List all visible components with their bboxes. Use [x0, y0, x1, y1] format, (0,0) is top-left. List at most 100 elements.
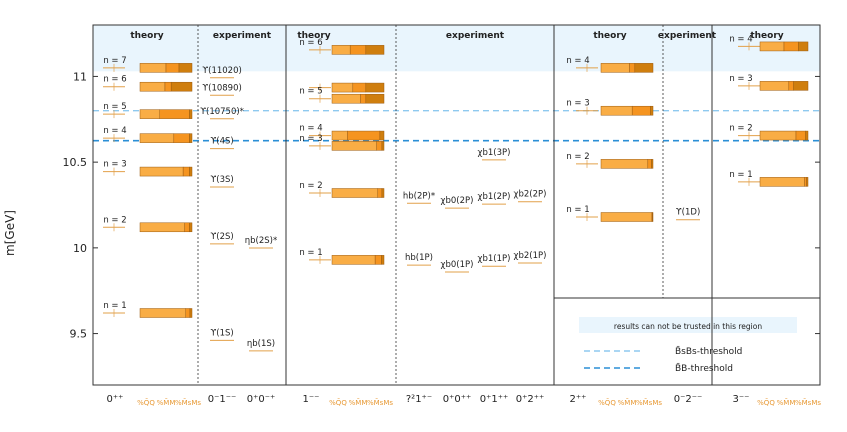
theory-level-label: n = 2 [299, 181, 322, 191]
composition-legend-0: %Q̄Q [757, 398, 775, 407]
experiment-level-label: ϒ(4S) [210, 137, 233, 147]
legend-threshold-label-1: B̄sBs-threshold [675, 345, 742, 357]
theory-level-label: n = 1 [299, 248, 322, 258]
composition-bar-ms [652, 212, 654, 222]
experiment-level-label: ϒ(10750)* [200, 107, 244, 117]
composition-bar-mm [377, 188, 383, 198]
composition-bar-ms [365, 93, 385, 104]
theory-level-label: n = 7 [103, 56, 126, 66]
composition-bar-qq [139, 166, 184, 177]
composition-bar-ms [365, 82, 385, 93]
theory-jpc-label: 2⁺⁺ [570, 394, 587, 405]
theory-level-label: n = 4 [103, 126, 126, 136]
experiment-level-label: ϒ(2S) [210, 232, 233, 242]
composition-bar-qq [331, 188, 379, 198]
legend-region-swatch [579, 317, 797, 333]
composition-bar-mm [164, 81, 172, 92]
composition-bar-ms [381, 141, 385, 151]
experiment-level-label: hb(1P) [405, 253, 433, 263]
composition-bar-qq [600, 159, 649, 169]
composition-bar-ms [650, 105, 654, 116]
panel-experiment-title-1: experiment [446, 31, 505, 41]
theory-level-label: n = 5 [103, 102, 126, 112]
panel-theory-title-1: theory [297, 31, 330, 41]
composition-bar-ms [189, 166, 193, 177]
composition-bar-qq [139, 81, 166, 92]
experiment-level-label: χb0(2P) [441, 196, 474, 206]
theory-level-label: n = 4 [729, 34, 752, 44]
theory-level-label: n = 1 [729, 170, 752, 180]
experiment-level-label: ηb(2S)* [245, 236, 277, 246]
composition-bar-mm [629, 63, 636, 73]
composition-bar-qq [139, 109, 161, 119]
panel-experiment-title-2: experiment [658, 31, 717, 41]
composition-bar-qq [600, 63, 630, 73]
experiment-level-label: ϒ(3S) [210, 175, 233, 185]
composition-bar-ms [651, 159, 654, 169]
theory-level-label: n = 2 [729, 124, 752, 134]
experiment-jpc-label: 0⁻2⁻⁻ [674, 394, 703, 405]
experiment-level-label: χb2(1P) [514, 251, 547, 261]
theory-jpc-label: 1⁻⁻ [303, 394, 320, 405]
composition-bar-mm [173, 133, 190, 143]
panel-experiment-title-0: experiment [213, 31, 272, 41]
composition-bar-qq [759, 81, 790, 91]
theory-level-label: n = 5 [299, 87, 322, 97]
composition-bar-mm [352, 82, 367, 93]
theory-level-label: n = 6 [103, 75, 126, 85]
composition-bar-mm [647, 159, 652, 169]
composition-bar-mm [360, 93, 367, 104]
legend-region-text: results can not be trusted in this regio… [614, 322, 762, 331]
theory-level-label: n = 3 [103, 160, 126, 170]
y-tick-label-2: 10.5 [63, 156, 88, 169]
composition-bar-ms [365, 45, 385, 55]
composition-legend-1: %M̄M [777, 398, 796, 407]
composition-bar-mm [804, 177, 807, 187]
composition-bar-ms [379, 130, 385, 141]
composition-bar-ms [189, 109, 193, 119]
untrusted-region [93, 25, 820, 72]
composition-legend-1: %M̄M [618, 398, 637, 407]
composition-bar-qq [331, 82, 354, 93]
composition-legend-0: %Q̄Q [137, 398, 155, 407]
composition-legend-2: %M̄sMs [367, 398, 393, 407]
experiment-jpc-label: 0⁺2⁺⁺ [516, 394, 545, 405]
plot-frame [92, 24, 821, 386]
composition-bar-ms [634, 63, 654, 73]
theory-level-label: n = 1 [566, 205, 589, 215]
composition-bar-qq [759, 41, 785, 52]
composition-bar-mm [349, 45, 367, 55]
composition-bar-ms [178, 63, 193, 73]
composition-bar-qq [139, 133, 175, 143]
theory-level-label: n = 6 [299, 38, 322, 48]
y-tick-label-1: 10 [73, 242, 87, 255]
y-axis-label: m[GeV] [3, 210, 17, 256]
composition-bar-qq [331, 130, 348, 141]
composition-bar-qq [331, 255, 376, 265]
composition-bar-mm [374, 255, 382, 265]
experiment-level-label: hb(2P)* [403, 191, 435, 201]
composition-bar-qq [331, 141, 377, 151]
experiment-jpc-label: 0⁺1⁺⁺ [480, 394, 509, 405]
theory-level-label: n = 1 [103, 301, 126, 311]
panel-theory-title-2: theory [593, 31, 626, 41]
composition-bar-ms [798, 41, 809, 52]
composition-bar-mm [184, 222, 190, 233]
composition-bar-qq [139, 222, 185, 233]
composition-bar-mm [182, 166, 190, 177]
experiment-level-label: χb2(2P) [514, 190, 547, 200]
composition-legend-0: %Q̄Q [329, 398, 347, 407]
experiment-level-label: ϒ(1S) [210, 328, 233, 338]
legend-threshold-label-2: B̄B-threshold [675, 362, 733, 374]
composition-bar-ms [170, 81, 193, 92]
composition-bar-qq [600, 105, 633, 116]
composition-bar-mm [376, 141, 383, 151]
composition-bar-ms [806, 177, 809, 187]
composition-bar-qq [331, 93, 361, 104]
experiment-jpc-label: 0⁺0⁺⁺ [443, 394, 472, 405]
composition-bar-qq [331, 45, 351, 55]
theory-level-label: n = 4 [299, 124, 322, 134]
experiment-jpc-label: 0⁺0⁻⁺ [247, 394, 276, 405]
